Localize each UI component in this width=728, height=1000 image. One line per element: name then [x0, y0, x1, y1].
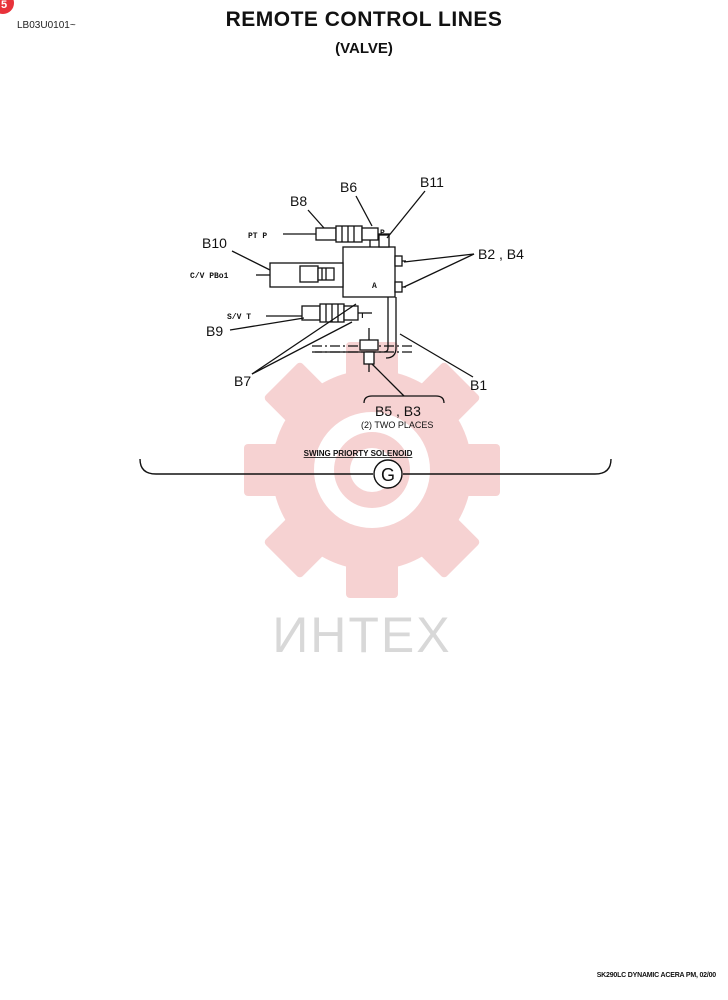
document-code: LB03U0101~ [17, 20, 76, 31]
label-b5-b3: B5 , B3 [375, 403, 421, 419]
label-b11: B11 [420, 174, 444, 190]
section-caption: SWING PRIORTY SOLENOID [304, 449, 413, 458]
footer-note: SK290LC DYNAMIC ACERA PM, 02/00 [596, 972, 717, 979]
label-b6: B6 [340, 179, 357, 195]
section-letter: G [381, 465, 395, 485]
port-t-label: T [360, 312, 365, 321]
port-label-cv-pbo1: C/V PBo1 [190, 272, 229, 281]
valve-assembly [229, 190, 475, 404]
page-subtitle: (VALVE) [335, 40, 393, 57]
label-b7: B7 [234, 373, 251, 389]
label-two-places: (2) TWO PLACES [361, 420, 433, 430]
port-label-pt-p: PT P [248, 232, 267, 241]
port-label-sv-t: S/V T [227, 313, 251, 322]
port-p-label: P [380, 229, 385, 238]
label-b8: B8 [290, 193, 307, 209]
label-b9: B9 [206, 323, 223, 339]
port-a-label: A [372, 282, 377, 291]
label-b2-b4: B2 , B4 [478, 246, 524, 262]
corner-badge: 5 [0, 0, 14, 14]
label-b1: B1 [470, 377, 487, 393]
label-b10: B10 [202, 235, 227, 251]
section-bracket [139, 458, 612, 489]
page-title: REMOTE CONTROL LINES [225, 8, 503, 31]
watermark-text: ИНТЕХ [272, 607, 451, 663]
